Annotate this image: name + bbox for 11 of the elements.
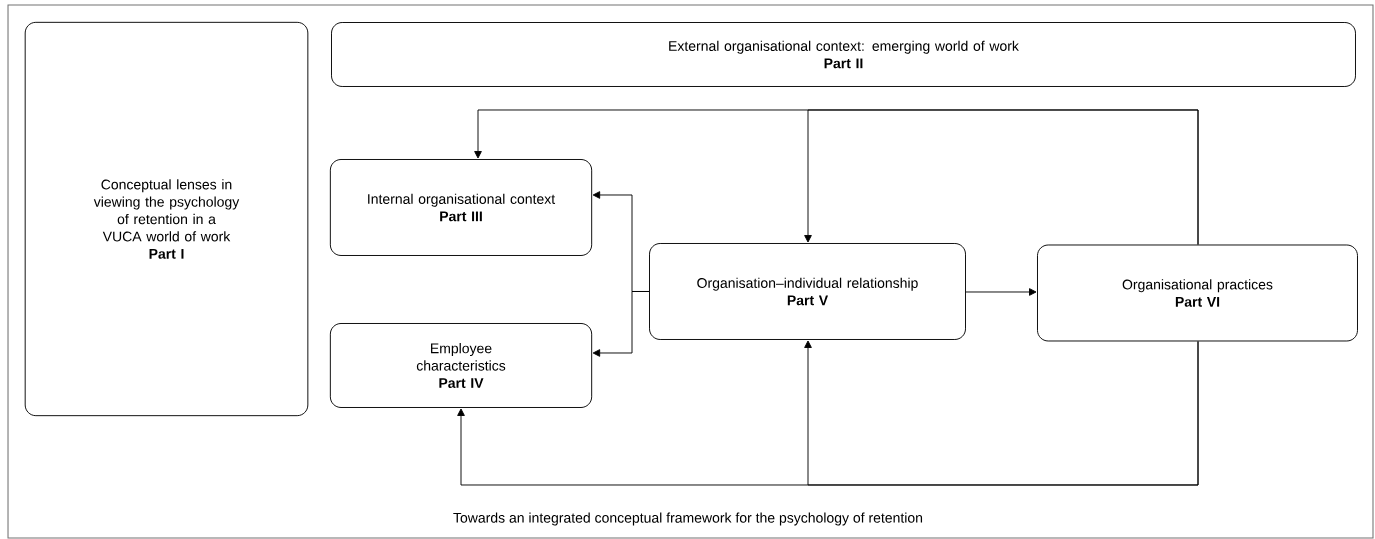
process-box: Organisational practices Part VI xyxy=(1037,244,1358,342)
arrow xyxy=(804,109,1199,245)
process-box: Organisation–individual relationship Part V xyxy=(649,243,966,340)
caption: Towards an integrated conceptual framework for the psychology of retention xyxy=(453,512,923,526)
arrow xyxy=(965,288,1037,296)
arrow xyxy=(804,340,1199,486)
process-box: Conceptual lenses in viewing the psychology of retention in a VUCA world of work Part I xyxy=(24,21,309,417)
process-box: External organisational context: emerging world of work Part II xyxy=(331,22,1356,87)
process-box: Internal organisational context Part III xyxy=(329,159,593,256)
arrow xyxy=(592,291,650,357)
process-box: Employee characteristics Part IV xyxy=(329,323,593,408)
